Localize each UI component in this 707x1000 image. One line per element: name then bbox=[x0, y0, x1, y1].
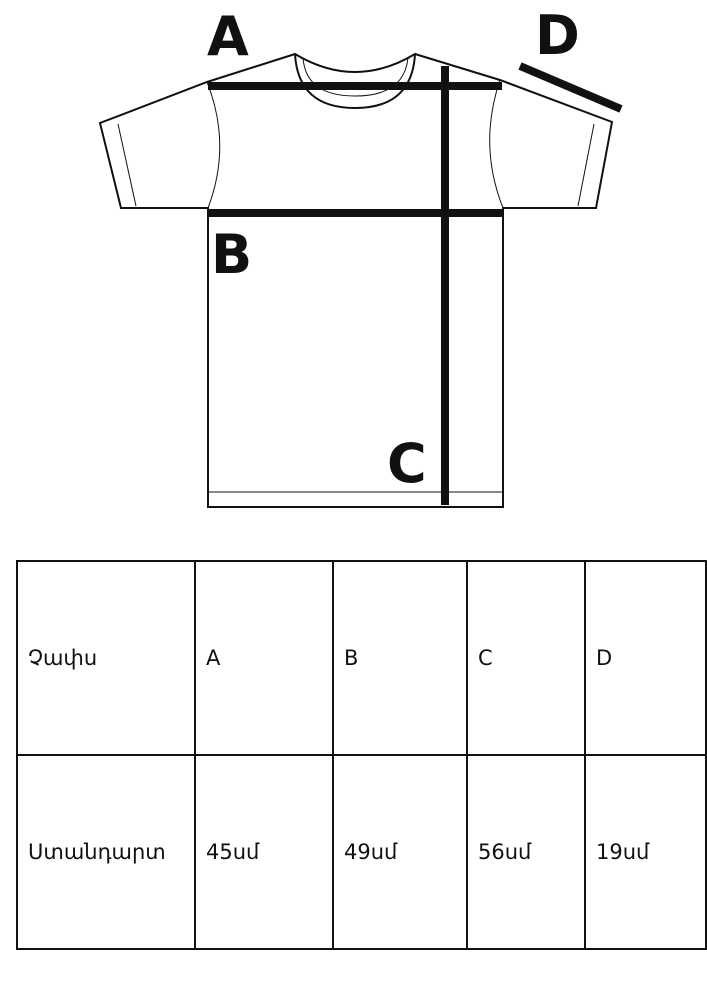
table-cell: 45սմ bbox=[194, 754, 334, 950]
left-sleeve-hem bbox=[117, 123, 137, 207]
tshirt-outline bbox=[98, 52, 614, 508]
left-sleeve-seam bbox=[206, 81, 221, 209]
right-sleeve-seam bbox=[489, 79, 504, 209]
tshirt-collar bbox=[294, 53, 416, 110]
table-row: Ստանդարտ 45սմ 49սմ 56սմ 19սմ bbox=[16, 754, 707, 950]
label-a: A bbox=[207, 5, 249, 68]
table-cell: Ստանդարտ bbox=[16, 754, 196, 950]
size-table: Չափս A B C D Ստանդարտ 45սմ 49սմ 56սմ 19ս… bbox=[16, 560, 707, 950]
label-c: C bbox=[387, 432, 427, 495]
table-cell: B bbox=[332, 560, 468, 756]
tshirt-diagram: A B C D bbox=[98, 4, 623, 508]
right-sleeve-hem bbox=[577, 123, 595, 207]
table-cell: Չափս bbox=[16, 560, 196, 756]
label-d: D bbox=[535, 4, 580, 67]
table-cell: 19սմ bbox=[584, 754, 707, 950]
table-cell: A bbox=[194, 560, 334, 756]
table-cell: 56սմ bbox=[466, 754, 586, 950]
table-cell: D bbox=[584, 560, 707, 756]
label-b: B bbox=[211, 223, 252, 286]
measure-line-d bbox=[518, 62, 623, 113]
table-cell: 49սմ bbox=[332, 754, 468, 950]
table-cell: C bbox=[466, 560, 586, 756]
tshirt-collar-inner bbox=[302, 57, 409, 97]
table-header-row: Չափս A B C D bbox=[16, 560, 707, 756]
